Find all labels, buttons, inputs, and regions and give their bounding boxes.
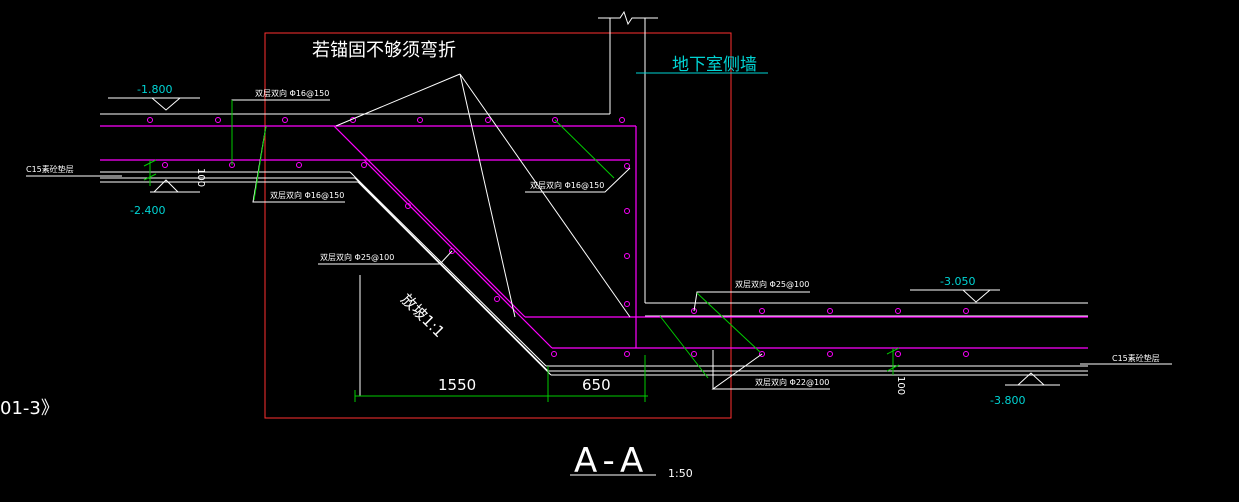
rebar-label-top-left: 双层双向 Φ16@150 — [255, 88, 329, 98]
rebar-label-slope: 双层双向 Φ25@100 — [320, 252, 394, 262]
rebar-label-right-top: 双层双向 Φ25@100 — [735, 279, 809, 289]
dimension-1550: 1550 — [438, 376, 476, 394]
basement-wall-label: 地下室侧墙 — [672, 55, 757, 75]
elevation-top-left: -1.800 — [137, 83, 172, 96]
elevation-bottom-left: -2.400 — [130, 204, 165, 217]
anchor-note: 若锚固不够须弯折 — [312, 40, 456, 61]
dimension-100-left: 100 — [195, 168, 206, 187]
section-scale: 1:50 — [668, 467, 693, 480]
detail-frame — [264, 32, 732, 419]
dimension-100-right: 100 — [895, 376, 906, 395]
left-reference: 01-3》 — [0, 398, 59, 419]
elevation-bottom-right: -3.800 — [990, 394, 1025, 407]
concrete-outline — [100, 10, 1088, 376]
rebar-dots — [147, 117, 969, 357]
dimension-lines — [143, 100, 900, 402]
rebar-label-bottom-left: 双层双向 Φ16@150 — [270, 190, 344, 200]
section-title: A-A — [574, 441, 649, 481]
rebar-lines — [100, 125, 1088, 349]
rebar-label-right-bottom: 双层双向 Φ22@100 — [755, 377, 829, 387]
rebar-label-inner: 双层双向 Φ16@150 — [530, 180, 604, 190]
cushion-label-right: C15素砼垫层 — [1112, 353, 1160, 363]
leader-lines — [26, 72, 1172, 476]
dimension-650: 650 — [582, 376, 611, 394]
slope-ratio-label: 放坡1:1 — [397, 290, 448, 341]
cushion-label-left: C15素砼垫层 — [26, 164, 74, 174]
elevation-top-right: -3.050 — [940, 275, 975, 288]
